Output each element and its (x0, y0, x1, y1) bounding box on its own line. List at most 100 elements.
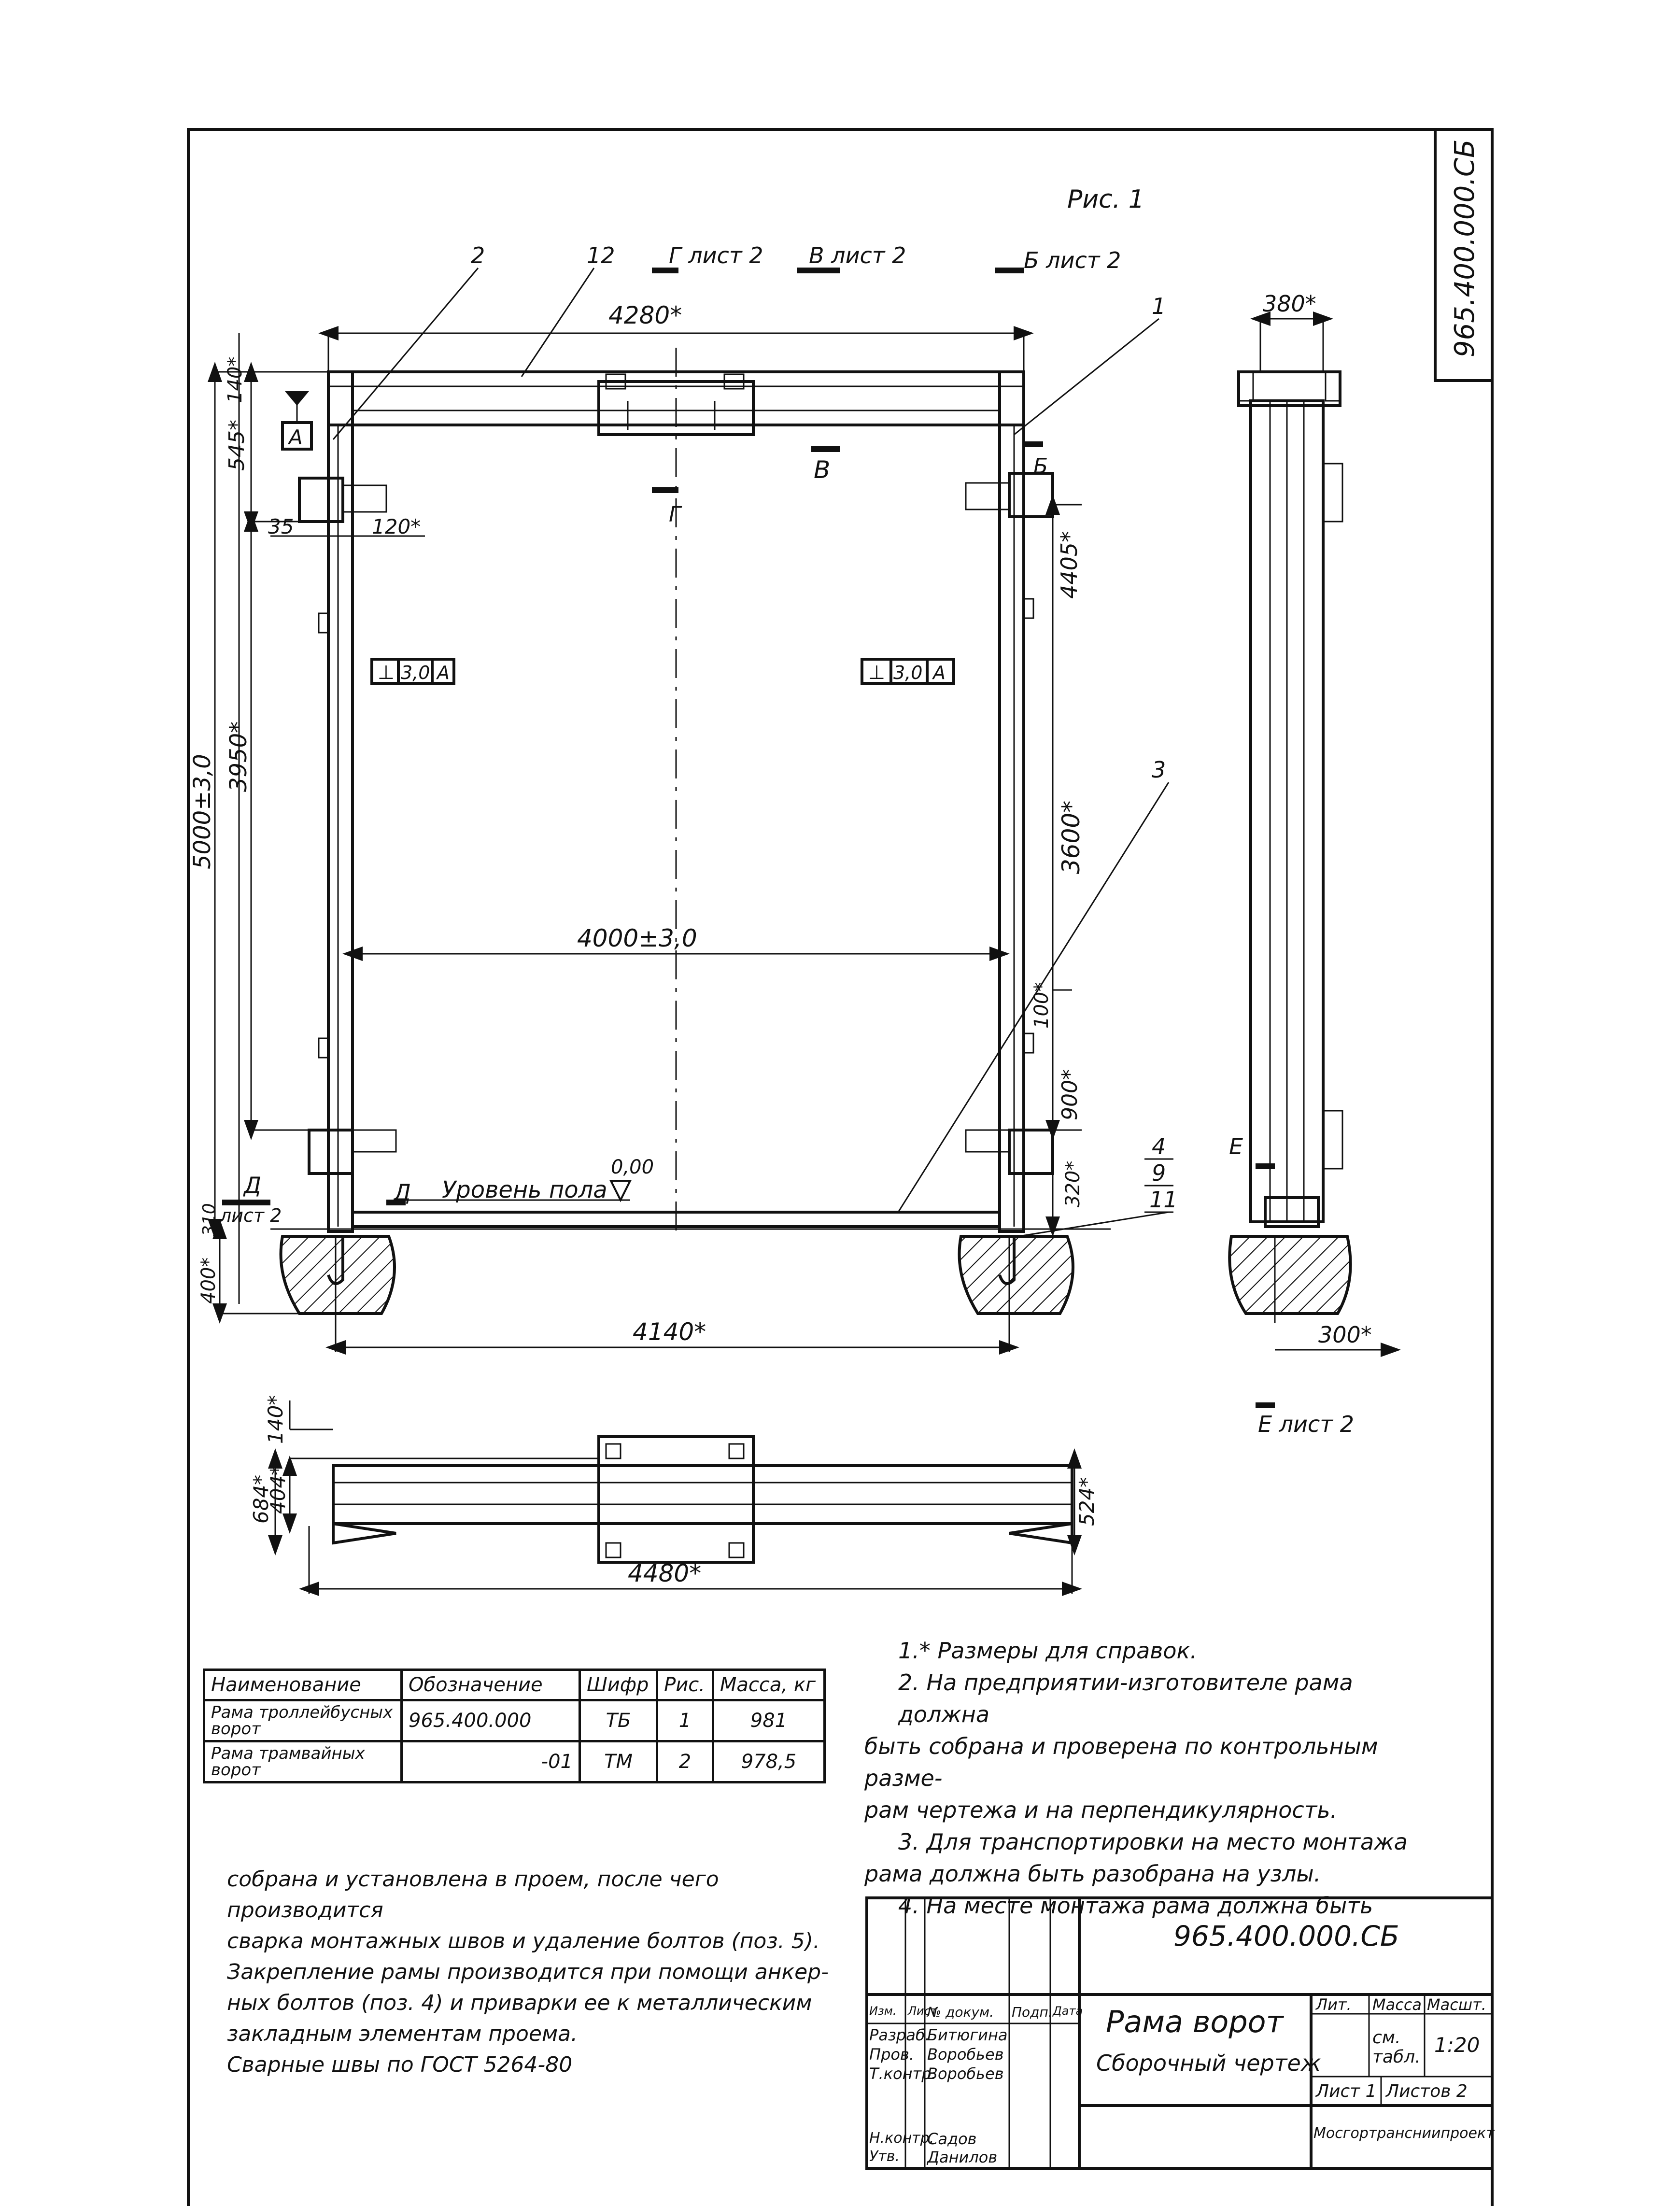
dim-left-120: 120* (372, 515, 421, 538)
section-v-top: В лист 2 (809, 242, 906, 269)
section-v-low: В (814, 456, 830, 484)
callout-2: 2 (471, 242, 485, 269)
spec-header: Шифр (578, 1669, 659, 1701)
dim-side-380: 380* (1263, 291, 1316, 317)
callout-12: 12 (587, 242, 615, 269)
dim-top-width: 4280* (608, 301, 682, 329)
dim-left-545: 545* (225, 420, 249, 471)
title-block-scale-value: 1:20 (1434, 2033, 1480, 2057)
dim-height-total: 5000±3,0 (189, 754, 216, 869)
note-line: сварка монтажных швов и удаление болтов … (227, 1929, 820, 1953)
plan-view (268, 1400, 1082, 1596)
dim-plan-684: 684* (249, 1475, 273, 1524)
dim-inner-width: 4000±3,0 (577, 924, 697, 952)
datum-label: A (287, 425, 303, 449)
title-block-sheets: Листов 2 (1386, 2081, 1468, 2101)
callout-leaders (332, 268, 1173, 1237)
figure-label: Рис. 1 (1067, 185, 1144, 214)
frame-left-post (327, 370, 354, 1233)
section-e-side: Е (1229, 1133, 1243, 1160)
spec-cell: 978,5 (711, 1740, 826, 1783)
title-role-3: Н.контр. (869, 2130, 934, 2147)
dim-plan-140: 140* (264, 1395, 287, 1444)
title-block-sheet: Лист 1 (1316, 2081, 1377, 2101)
title-block-code: 965.400.000.СБ (1173, 1920, 1399, 1952)
title-name-2: Воробьев (927, 2065, 1004, 2083)
table-row: Рама троллейбусных ворот 965.400.000 ТБ … (203, 1699, 826, 1742)
dim-bottom-400: 400* (198, 1258, 220, 1304)
title-block-lit-label: Лит. (1316, 1995, 1352, 2014)
foundation-left (279, 1235, 396, 1315)
spec-cell: ТМ (578, 1740, 659, 1783)
note-line: Закрепление рамы производится при помощи… (227, 1960, 829, 1984)
front-view (270, 348, 1111, 1315)
foundation-right (958, 1235, 1074, 1315)
section-b-low: Б (1033, 454, 1048, 479)
side-foundation (1228, 1235, 1352, 1315)
note-line: 3. Для транспортировки на место монтажа (898, 1829, 1408, 1855)
spec-cell: Рама трамвайных ворот (203, 1740, 403, 1783)
spec-header: Масса, кг (711, 1669, 826, 1701)
title-block-mass-label: Масса (1372, 1995, 1422, 2014)
tolerance-frame-right (861, 658, 955, 685)
spec-header: Рис. (656, 1669, 714, 1701)
callout-11: 11 (1149, 1187, 1178, 1213)
spec-header-row: Наименование Обозначение Шифр Рис. Масса… (203, 1669, 826, 1701)
title-block-scale-label: Масшт. (1427, 1995, 1486, 2014)
section-d-left-sheet: лист 2 (219, 1205, 282, 1226)
spec-table: Наименование Обозначение Шифр Рис. Масса… (203, 1669, 826, 1783)
title-name-4: Данилов (927, 2148, 998, 2166)
dim-top-gap: 140* (224, 357, 246, 403)
dim-plan-524: 524* (1075, 1477, 1099, 1526)
title-block-name: Рама ворот (1106, 2004, 1284, 2039)
sheet-frame (187, 128, 1494, 2206)
callout-1: 1 (1152, 293, 1166, 319)
note-line: 1.* Размеры для справок. (898, 1638, 1197, 1664)
hinge-top-right (1008, 472, 1054, 518)
title-role-0: Разраб. (869, 2026, 930, 2044)
section-mark-lines (222, 268, 1275, 1408)
section-d-right: Д (393, 1179, 411, 1205)
notes-continued: собрана и установлена в проем, после чег… (227, 1864, 855, 2080)
dim-plan-4480: 4480* (628, 1559, 701, 1587)
section-b-top: Б лист 2 (1024, 247, 1121, 273)
dim-right-3600: 3600* (1057, 801, 1085, 874)
dim-right-100: 100* (1031, 982, 1053, 1029)
title-role-4: Утв. (869, 2148, 900, 2165)
floor-label: Уровень пола (442, 1176, 607, 1203)
spec-cell: 1 (656, 1699, 714, 1742)
note-line: собрана и установлена в проем, после чег… (227, 1867, 719, 1923)
dim-right-4405: 4405* (1056, 531, 1082, 599)
callout-9: 9 (1152, 1160, 1166, 1186)
section-g-low: Г (669, 502, 682, 527)
title-role-1: Пров. (869, 2045, 914, 2064)
sheet-code-vertical: 965.400.000.СБ (1449, 139, 1481, 357)
dim-right-900: 900* (1058, 1069, 1082, 1120)
sheet-code-box (1434, 128, 1494, 382)
spec-cell: 981 (711, 1699, 826, 1742)
notes-block: 1.* Размеры для справок. 2. На предприят… (864, 1635, 1420, 1922)
section-e-bottom: Е лист 2 (1258, 1411, 1354, 1437)
title-block-frame (865, 1896, 1494, 2170)
tolerance-left-datum: A (436, 662, 450, 683)
note-line: 4. На месте монтажа рама должна быть (898, 1893, 1373, 1919)
dim-left-35: 35 (268, 515, 294, 538)
floor-mark: 0,00 (611, 1156, 654, 1178)
side-view (1228, 311, 1401, 1357)
spec-header: Наименование (203, 1669, 403, 1701)
title-name-0: Битюгина (927, 2026, 1008, 2044)
hinge-bottom-right (1008, 1129, 1054, 1175)
title-col-date: Дата (1053, 2004, 1083, 2018)
callout-3: 3 (1152, 757, 1166, 783)
tolerance-right-symbol: ⊥ (868, 662, 885, 684)
spec-cell: -01 (400, 1740, 581, 1783)
dim-plan-404: 404* (266, 1465, 290, 1514)
title-block-doctype: Сборочный чертеж (1096, 2050, 1321, 2076)
tolerance-right-value: 3,0 (893, 662, 922, 683)
title-name-1: Воробьев (927, 2045, 1004, 2064)
dim-bottom-310: 310 (199, 1203, 219, 1236)
section-d-left: Д (243, 1172, 261, 1198)
spec-cell: 965.400.000 (400, 1699, 581, 1742)
hinge-top-left (298, 477, 344, 523)
note-line: ных болтов (поз. 4) и приварки ее к мета… (227, 1991, 812, 2015)
